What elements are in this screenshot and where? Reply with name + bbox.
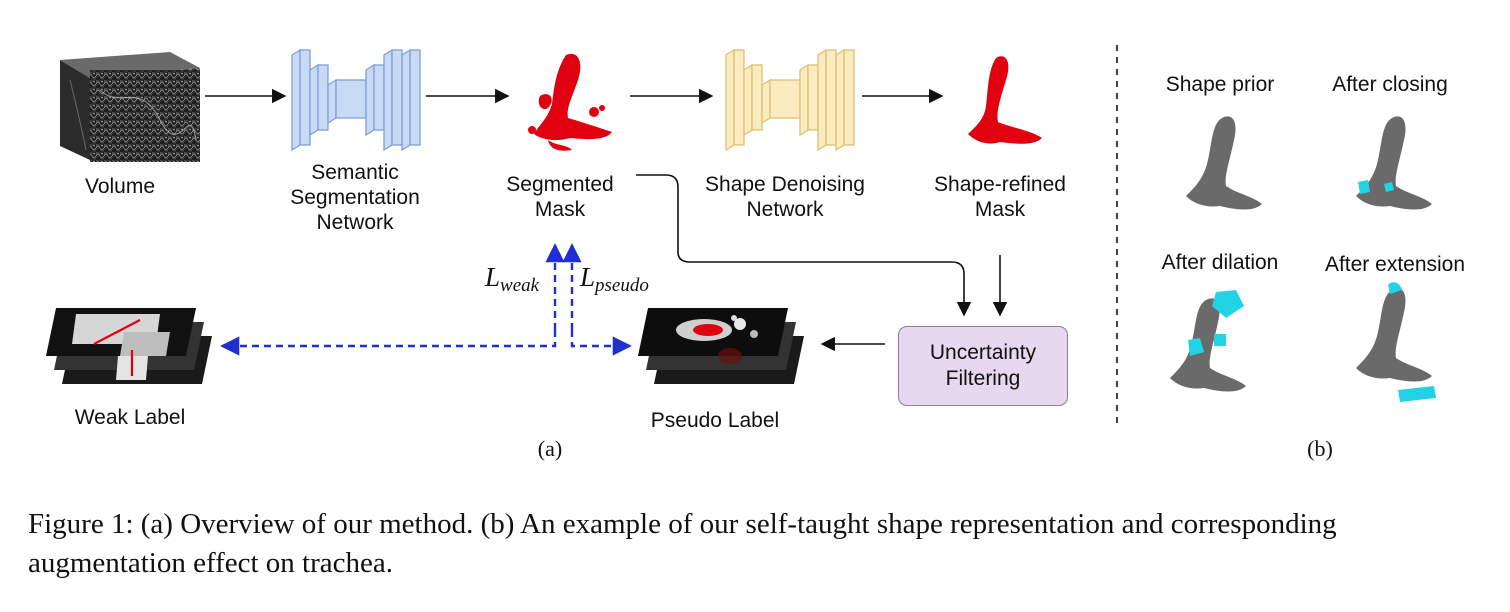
shape-prior-label: Shape prior bbox=[1165, 73, 1275, 96]
pseudo-label-caption: Pseudo Label bbox=[650, 409, 780, 432]
trachea-after-dilation bbox=[1170, 290, 1246, 392]
refined-mask-label: Shape-refined Mask bbox=[934, 173, 1066, 221]
trachea-shape-prior bbox=[1186, 116, 1262, 210]
denoise-network-icon bbox=[725, 48, 855, 152]
weak-label-stack-image bbox=[46, 308, 212, 384]
pseudo-loss-path bbox=[570, 330, 632, 356]
loss-weak-label: Lweak bbox=[485, 262, 540, 296]
after-closing-label: After closing bbox=[1332, 73, 1448, 96]
weak-label-caption: Weak Label bbox=[74, 406, 186, 429]
panel-a-tag: (a) bbox=[537, 436, 563, 461]
after-extension-label: After extension bbox=[1324, 253, 1466, 276]
refined-mask-image bbox=[968, 56, 1042, 144]
trachea-after-extension bbox=[1356, 282, 1436, 402]
volume-cube-image bbox=[60, 52, 200, 162]
seg-network-icon bbox=[291, 48, 421, 152]
diagram-canvas bbox=[46, 45, 1436, 425]
figure-caption: Figure 1: (a) Overview of our method. (b… bbox=[28, 508, 1337, 579]
panel-b-tag: (b) bbox=[1307, 436, 1333, 461]
seg-network-label: Semantic Segmentation Network bbox=[290, 161, 420, 234]
weak-loss-path bbox=[220, 330, 557, 356]
method-overview-figure: Volume Semantic Segmentation Network Seg… bbox=[46, 45, 1466, 461]
segmented-mask-image bbox=[528, 53, 612, 151]
loss-dashed-arrows bbox=[220, 243, 632, 356]
seg-mask-label: Segmented Mask bbox=[506, 173, 614, 221]
pseudo-label-stack-image bbox=[638, 308, 804, 384]
loss-pseudo-label: Lpseudo bbox=[580, 262, 649, 296]
volume-label: Volume bbox=[84, 175, 156, 198]
arrow-mask-to-uncertainty bbox=[636, 174, 972, 317]
uncertainty-filtering-box: Uncertainty Filtering bbox=[898, 326, 1068, 406]
after-dilation-label: After dilation bbox=[1161, 251, 1279, 274]
denoise-network-label: Shape Denoising Network bbox=[705, 173, 865, 221]
trachea-after-closing bbox=[1356, 116, 1432, 210]
